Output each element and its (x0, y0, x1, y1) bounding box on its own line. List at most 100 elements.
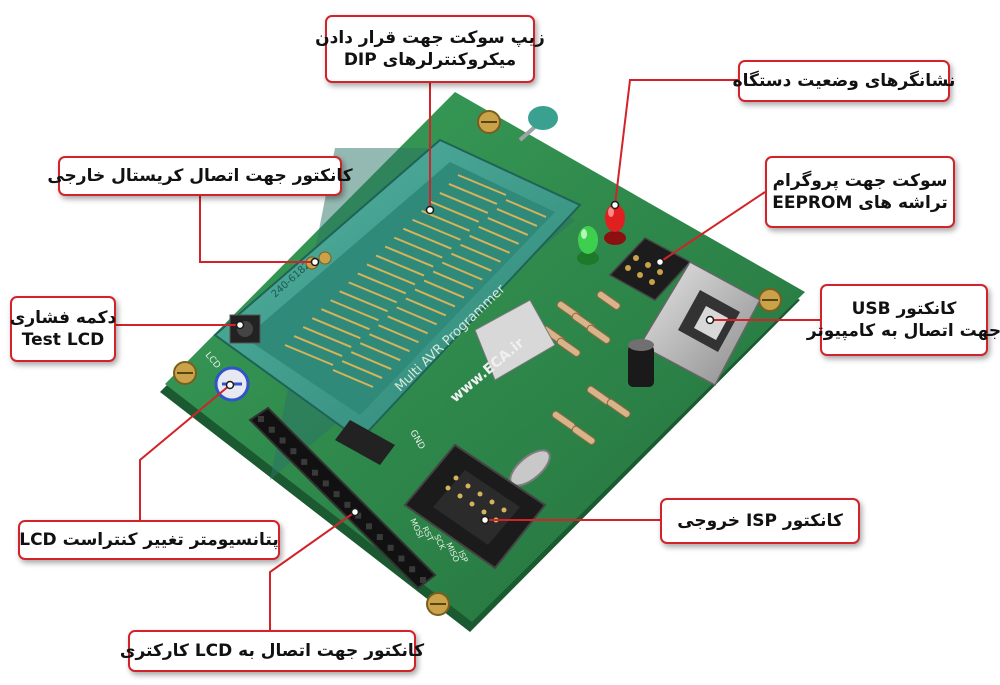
lcd-header-hole (387, 544, 394, 551)
callout-usb-connector-line2: جهت اتصال به کامپیوتر (806, 321, 1000, 341)
zif-pin (369, 333, 410, 353)
callout-usb-connector: کانکتور USB جهت اتصال به کامپیوتر (807, 284, 1000, 356)
zif-pin (405, 297, 447, 317)
zif-pin (302, 326, 352, 349)
isp-pin (453, 475, 459, 481)
zif-pin (430, 200, 480, 223)
zif-pin (396, 306, 438, 326)
lcd-header-hole (322, 480, 329, 487)
isp-pin (469, 501, 475, 507)
leader-lines (115, 79, 820, 630)
dot-test-button (235, 320, 245, 330)
zif-pin (441, 261, 483, 281)
isp-pin (489, 499, 495, 505)
callout-lcd-potentiometer: پتانسیومتر تغییر کنتراست LCD (18, 520, 280, 560)
status-led-red (604, 204, 626, 245)
zif-pin (448, 183, 498, 205)
dot-crystal-connector (310, 257, 320, 267)
callout-crystal-connector-line1: کانکتور جهت اتصال کریستال خارجی (47, 165, 353, 186)
lcd-header-hole (398, 555, 405, 562)
lcd-female-header (248, 406, 437, 590)
dot-eeprom-socket (655, 257, 665, 267)
zif-pin (505, 199, 547, 218)
lcd-header-holes (258, 416, 426, 583)
resistor (606, 398, 631, 418)
zif-pin (450, 252, 492, 272)
eeprom-socket (608, 237, 692, 301)
zif-pin (414, 288, 456, 308)
mounting-screw (426, 592, 450, 616)
lcd-header-hole (333, 491, 340, 498)
electrolytic-capacitor (628, 339, 654, 387)
isp-pin (481, 509, 487, 515)
callout-lcd-connector-line1: کانکتور جهت اتصال به LCD کارکتری (119, 640, 425, 661)
status-led-green (577, 226, 599, 265)
callout-zif-socket: زیپ سوکت جهت قرار دادن میکروکنترلرهای DI… (315, 15, 545, 83)
callout-status-leds-line1: نشانگرهای وضعیت دستگاه (732, 70, 956, 91)
leader-eeprom-socket (659, 191, 766, 263)
callout-status-leds: نشانگرهای وضعیت دستگاه (733, 60, 955, 102)
callout-eeprom-socket-line2: تراشه های EEPROM (772, 193, 948, 213)
zif-pin-rows (284, 174, 547, 388)
zif-pin (330, 299, 379, 322)
callout-test-button: دکمه فشاری Test LCD (10, 296, 116, 362)
callout-usb-connector-line1: کانکتور USB (851, 298, 957, 319)
lcd-header-hole (312, 469, 318, 476)
zif-pin (357, 272, 407, 295)
mounting-screw (477, 110, 501, 134)
isp-pin (477, 491, 483, 497)
leader-lcd-potentiometer (139, 384, 231, 520)
resistor (556, 337, 581, 357)
lcd-header-hole (409, 566, 416, 573)
isp-pin (445, 485, 451, 491)
leader-crystal-connector (199, 195, 315, 263)
dot-lcd-potentiometer (225, 380, 235, 390)
zif-pin (366, 263, 416, 286)
isp-box-header (403, 443, 547, 570)
callout-zif-socket-line1: زیپ سوکت جهت قرار دادن (315, 27, 545, 48)
callout-isp-connector: کانکتور ISP خروجی (660, 498, 860, 544)
leader-lcd-connector (269, 511, 356, 630)
lcd-header-hole (290, 448, 297, 455)
isp-pin (465, 483, 471, 489)
zif-pin (393, 236, 443, 259)
lcd-header-hole (366, 523, 372, 530)
resistor (596, 290, 621, 310)
isp-pins (445, 475, 507, 523)
dot-zif-socket (425, 205, 435, 215)
zif-pin (460, 243, 501, 263)
dot-status-leds (610, 200, 620, 210)
zif-pin (341, 360, 383, 379)
callout-test-button-line2: Test LCD (21, 330, 105, 350)
zif-pin (378, 324, 419, 344)
callout-eeprom-socket: سوکت جهت پروگرام تراشه های EEPROM (765, 156, 955, 228)
zif-pin (412, 218, 461, 241)
zif-pin (423, 279, 465, 299)
lcd-header-hole (279, 437, 286, 444)
callout-eeprom-socket-line1: سوکت جهت پروگرام (772, 170, 948, 191)
lcd-header-hole (420, 577, 426, 583)
resistor (571, 425, 596, 445)
zif-pin (432, 270, 474, 290)
zif-pin (496, 208, 538, 227)
isp-pin (501, 507, 507, 513)
zif-pin (339, 290, 389, 313)
zif-pin (284, 344, 334, 366)
zif-pin (375, 254, 425, 277)
isp-pin (457, 493, 463, 499)
mounting-screw (173, 361, 197, 385)
lcd-header-hole (344, 501, 351, 508)
lcd-header-hole (355, 512, 362, 519)
callout-lcd-potentiometer-line1: پتانسیومتر تغییر کنتراست LCD (19, 529, 279, 550)
zif-pin (478, 225, 520, 245)
leader-dots (225, 200, 715, 525)
zif-pin (439, 191, 489, 214)
zif-pin (348, 281, 398, 304)
callout-lcd-connector: کانکتور جهت اتصال به LCD کارکتری (120, 630, 424, 672)
zif-pin (469, 234, 510, 254)
resistor (586, 324, 611, 344)
zif-pin (402, 227, 452, 250)
zif-socket: 240-6182 (213, 106, 582, 480)
leader-status-leds (614, 79, 738, 206)
